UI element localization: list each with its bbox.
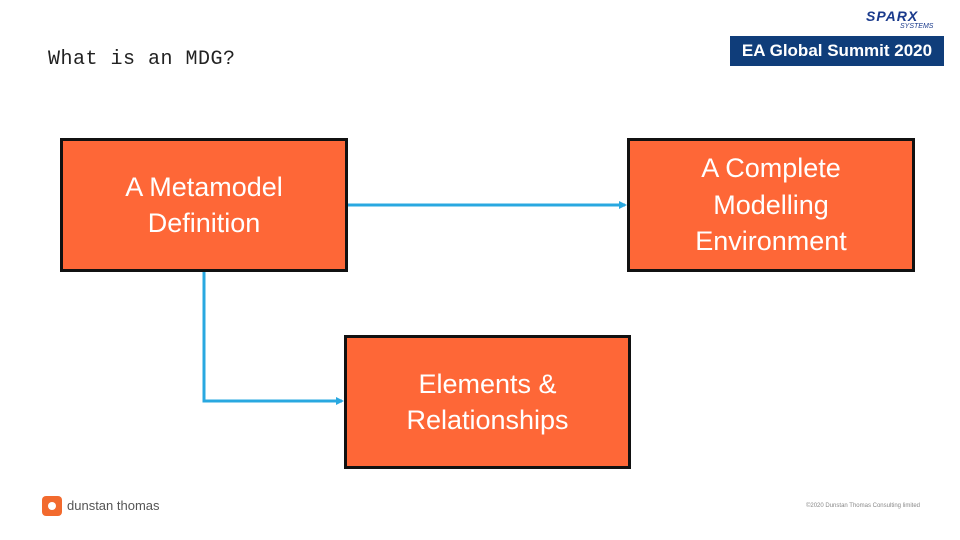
dunstan-thomas-logo-icon (42, 496, 62, 516)
node-complete-modelling-environment: A Complete Modelling Environment (627, 138, 915, 272)
sparx-logo-subtext: SYSTEMS (900, 23, 934, 30)
node-label-line: Definition (147, 208, 261, 238)
node-elements-relationships: Elements & Relationships (344, 335, 631, 469)
dunstan-thomas-logo: dunstan thomas (42, 496, 202, 520)
copyright-notice: ©2020 Dunstan Thomas Consulting limited (805, 503, 920, 509)
node-label-line: A Metamodel (125, 171, 283, 202)
dunstan-thomas-logo-text: dunstan thomas (67, 498, 160, 513)
node-metamodel-definition: A Metamodel Definition (60, 138, 348, 272)
summit-badge: EA Global Summit 2020 (730, 36, 944, 66)
node-label-line: Elements & (418, 368, 557, 399)
sparx-systems-logo: SPARX SYSTEMS (866, 8, 946, 34)
connector-metamodel-to-elements (202, 272, 344, 405)
node-label-line: Relationships (406, 405, 569, 435)
node-label-line: Modelling (713, 189, 829, 220)
node-label-line: Environment (695, 226, 847, 257)
node-label-line: A Complete (701, 153, 841, 184)
sparx-logo-text: SPARX (866, 8, 919, 24)
slide-title: What is an MDG? (48, 48, 236, 71)
